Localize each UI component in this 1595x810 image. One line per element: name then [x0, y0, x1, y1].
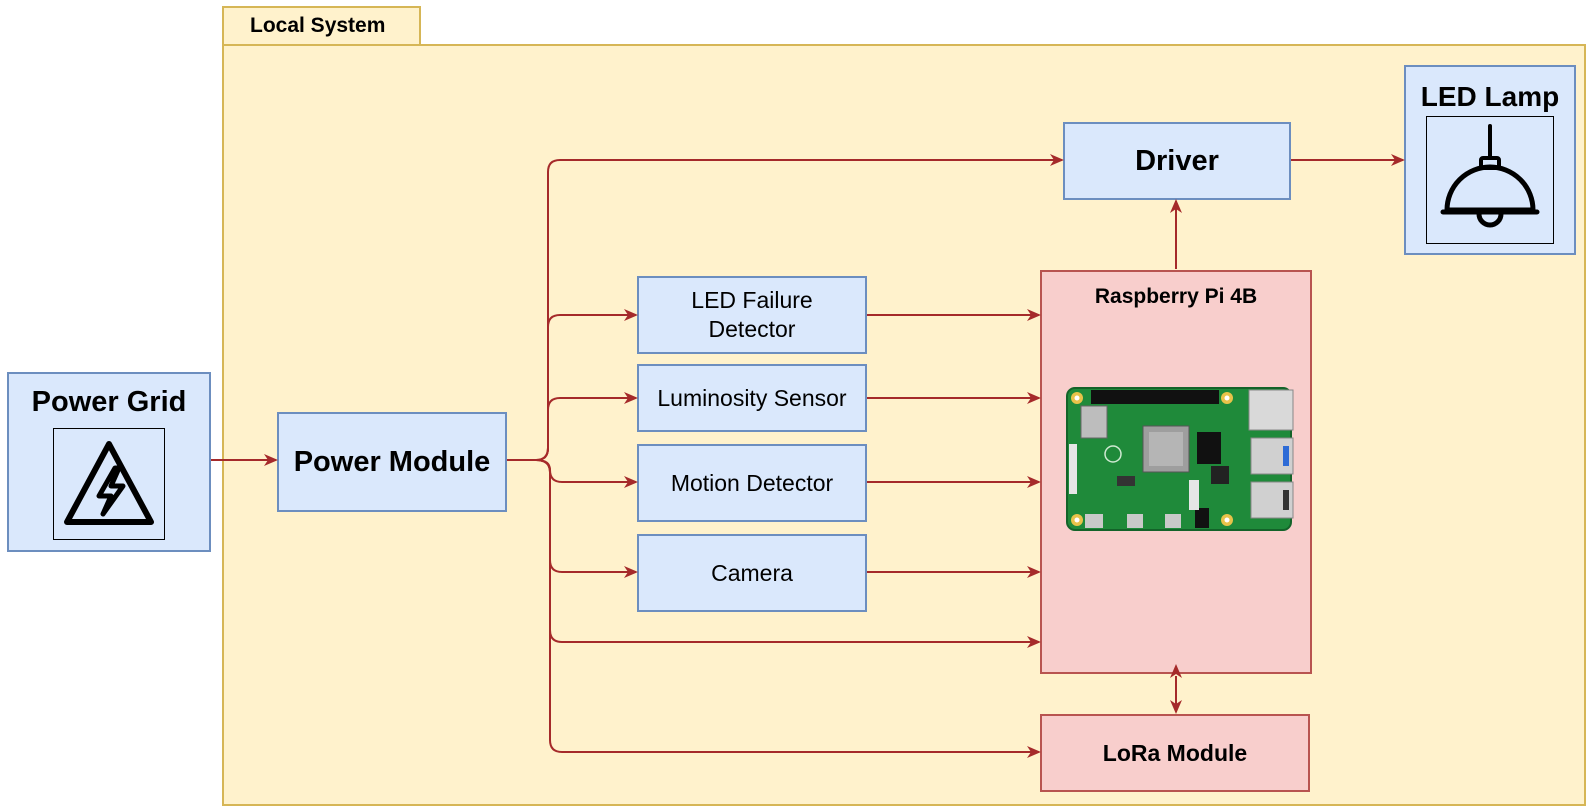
- camera-label: Camera: [711, 559, 793, 586]
- led-lamp-box[interactable]: LED Lamp: [1404, 65, 1576, 255]
- driver-box[interactable]: Driver: [1063, 122, 1291, 200]
- raspberry-pi-label: Raspberry Pi 4B: [1094, 285, 1258, 308]
- lora-module-label: LoRa Module: [1102, 739, 1248, 766]
- camera-box[interactable]: Camera: [637, 534, 867, 612]
- motion-detector-label: Motion Detector: [670, 469, 834, 496]
- luminosity-sensor-label: Luminosity Sensor: [657, 384, 847, 411]
- raspberry-pi-box[interactable]: Raspberry Pi 4B: [1040, 270, 1312, 674]
- driver-label: Driver: [1135, 144, 1219, 177]
- raspberry-pi-board-image: [1061, 384, 1301, 540]
- motion-detector-box[interactable]: Motion Detector: [637, 444, 867, 522]
- container-tab-label: Local System: [222, 6, 421, 46]
- power-module-label: Power Module: [293, 445, 491, 478]
- lora-module-box[interactable]: LoRa Module: [1040, 714, 1310, 792]
- power-module-box[interactable]: Power Module: [277, 412, 507, 512]
- led-failure-detector-box[interactable]: LED Failure Detector: [637, 276, 867, 354]
- led-failure-detector-label: LED Failure Detector: [691, 287, 813, 342]
- power-grid-label: Power Grid: [31, 386, 187, 418]
- led-lamp-label: LED Lamp: [1420, 81, 1560, 112]
- ceiling-lamp-icon: [1426, 116, 1554, 244]
- power-grid-box[interactable]: Power Grid: [7, 372, 211, 552]
- high-voltage-icon: [53, 428, 165, 541]
- luminosity-sensor-box[interactable]: Luminosity Sensor: [637, 364, 867, 432]
